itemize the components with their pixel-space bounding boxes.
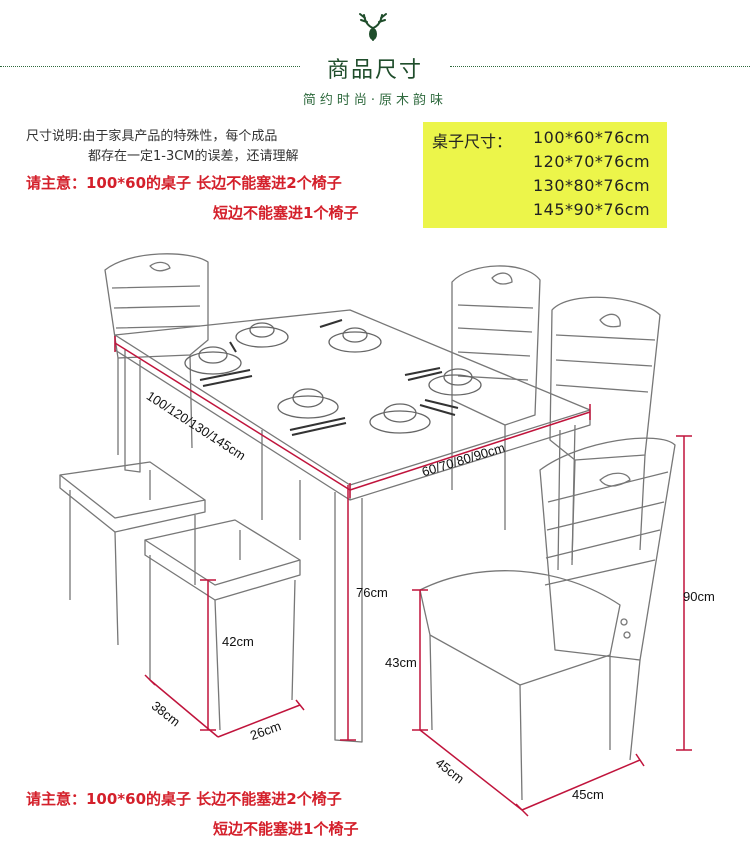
header-divider-left [0, 66, 300, 67]
deer-antler-logo-icon [359, 13, 387, 41]
table-size-item: 145*90*76cm [533, 200, 651, 219]
stool-depth-dim-line [149, 679, 219, 738]
header-divider-right [450, 66, 750, 67]
stool-width-dim-line [217, 704, 301, 738]
chair-height-label: 90cm [683, 589, 715, 604]
front-chair [419, 437, 676, 801]
front-stool [144, 519, 301, 731]
table-size-label: 桌子尺寸： [432, 132, 513, 151]
size-note-line-2: 都存在一定1-3CM的误差，还请理解 [88, 149, 299, 164]
chair-width-label: 45cm [572, 787, 604, 802]
page-title: 商品尺寸 [326, 58, 423, 83]
back-stool [59, 461, 206, 646]
stool-height-label: 42cm [222, 634, 254, 649]
table-size-box: 桌子尺寸： 100*60*76cm 120*70*76cm 130*80*76c… [423, 122, 667, 228]
size-note-line-1: 尺寸说明:由于家具产品的特殊性，每个成品 [26, 129, 278, 144]
warning-bottom-line-2: 短边不能塞进1个椅子 [213, 820, 359, 838]
warning-top-line-2: 短边不能塞进1个椅子 [213, 204, 359, 222]
seat-height-label: 43cm [385, 655, 417, 670]
back-right-chair [451, 265, 541, 530]
chair-width-dim-line [521, 759, 641, 811]
warning-bottom-line-1: 请主意：100*60的桌子 长边不能塞进2个椅子 [26, 790, 342, 808]
page-subtitle: 简约时尚·原木韵味 [302, 93, 448, 108]
table-size-item: 130*80*76cm [533, 176, 651, 195]
chair-depth-dim-line [419, 729, 523, 811]
table-size-item: 100*60*76cm [533, 128, 651, 147]
dining-table [114, 309, 591, 743]
right-chair [549, 296, 661, 561]
dimension-lines [114, 336, 692, 817]
table-size-item: 120*70*76cm [533, 152, 651, 171]
furniture-sketch-illustration [59, 253, 692, 817]
table-place-settings [184, 319, 482, 436]
table-height-label: 76cm [356, 585, 388, 600]
table-width-dim-line [349, 411, 591, 491]
table-length-dim-line [114, 342, 351, 491]
warning-top-line-1: 请主意：100*60的桌子 长边不能塞进2个椅子 [26, 174, 342, 192]
back-left-chair [104, 253, 209, 455]
